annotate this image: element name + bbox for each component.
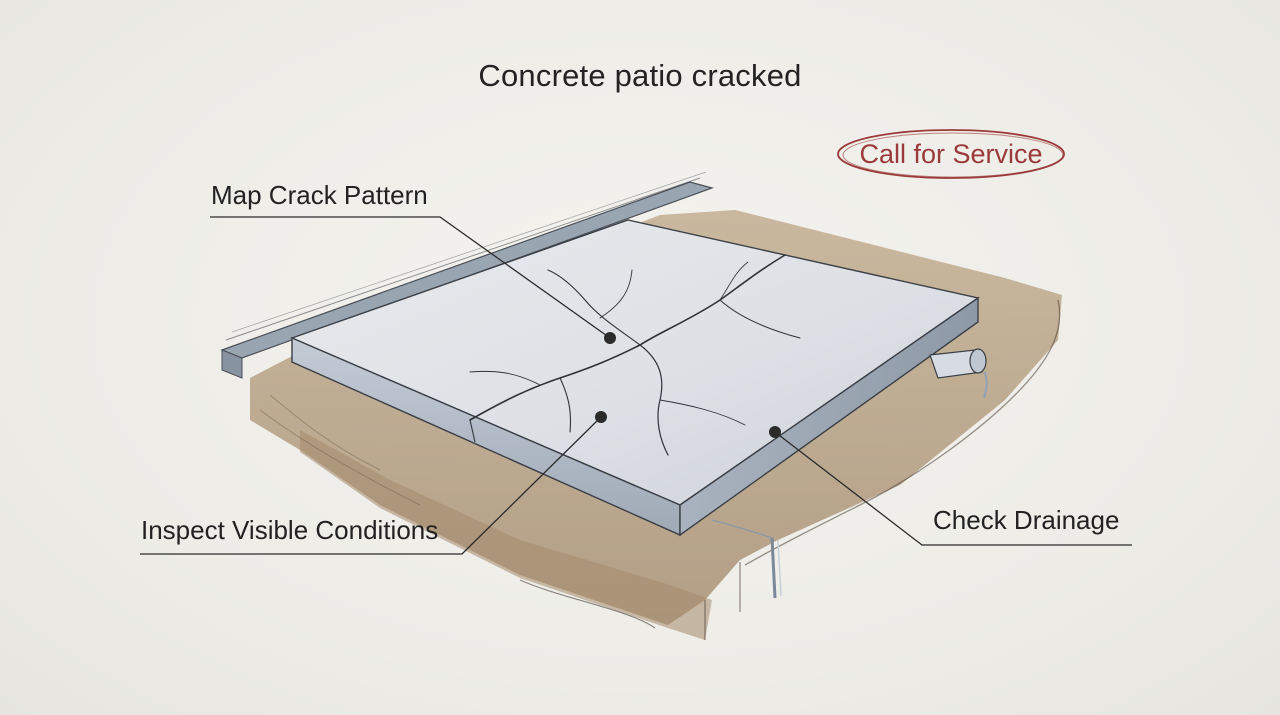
edging-strip [220,171,714,379]
page-title: Concrete patio cracked [478,58,802,93]
water-trickle [711,519,782,599]
dot-map-crack [604,332,616,344]
concrete-slab [290,219,980,537]
callout-check-drainage: Check Drainage [933,505,1120,535]
call-for-service-label: Call for Service [859,138,1043,169]
callout-inspect-visible-conditions: Inspect Visible Conditions [141,515,439,545]
callout-map-crack-pattern: Map Crack Pattern [211,180,428,210]
hand-drawn-oval [837,129,1065,179]
drain-pipe [929,348,988,399]
leader-lines [140,216,1132,555]
crack-pattern [469,254,801,456]
dot-inspect-conditions [595,411,607,423]
call-for-service-button[interactable]: Call for Service [835,126,1067,182]
dot-check-drainage [769,426,781,438]
